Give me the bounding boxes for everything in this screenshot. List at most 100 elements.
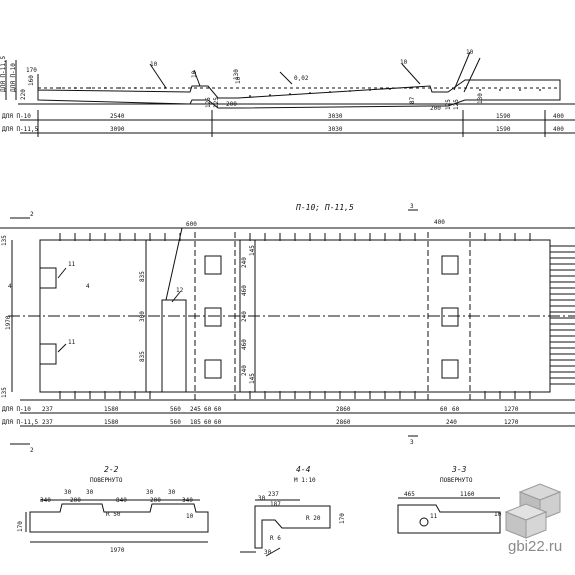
elevation-dots <box>59 87 541 97</box>
plan-end-hatch <box>550 245 575 385</box>
section-3-3-subtitle: ПОВЕРНУТО <box>440 477 473 484</box>
section-texts: 2-2 ПОВЕРНУТО 30 30 30 30 340 200 840 20… <box>17 465 502 556</box>
elev-side-label: ДЛЯ П-11,5 <box>0 55 7 92</box>
watermark-text: gbi22.ru <box>508 538 562 555</box>
plan-row1-dim: 1580 <box>104 406 119 413</box>
plan-row2-dim: 60 <box>214 419 222 426</box>
section-4-4-dim: 237 <box>268 491 279 498</box>
plan-row1-dim: 60 <box>452 406 460 413</box>
plan-edge-dim: 135 <box>1 235 8 246</box>
section-4-4-subtitle: М 1:10 <box>294 477 316 484</box>
plan-col-dim: 240 <box>241 257 248 268</box>
section-4-4-dim: 30 <box>258 495 266 502</box>
plan-row2-dim: 60 <box>204 419 212 426</box>
elev-callout: 10 <box>150 61 158 68</box>
plan-row2-dim: 185 <box>190 419 201 426</box>
section-3-3-title: 3-3 <box>451 465 467 474</box>
section-mark: 2 <box>30 211 34 218</box>
section-mark: 2 <box>30 447 34 454</box>
plan-col-dim: 145 <box>249 245 256 256</box>
section-2-2-subtitle: ПОВЕРНУТО <box>90 477 123 484</box>
elev-small-dim: 125 <box>205 97 212 108</box>
elev-height-text: 170 <box>26 67 37 74</box>
embed-plate <box>204 359 222 379</box>
section-4-4-leaders <box>240 547 281 557</box>
elev-dim-text: 400 <box>553 113 564 120</box>
plan-row2-dim: 237 <box>42 419 53 426</box>
insert-label: 11 <box>68 261 76 268</box>
plan-row1-dim: 60 <box>204 406 212 413</box>
elev-small-dim: 125 <box>213 97 220 108</box>
section-2-2-dim: 30 <box>168 489 176 496</box>
plan-row1-dim: 60 <box>440 406 448 413</box>
slab-elevation-outline <box>37 74 561 109</box>
plan-row2-dim: 1270 <box>504 419 519 426</box>
plan-title: П-10; П-11,5 <box>295 203 354 212</box>
section-2-2-dim: 30 <box>64 489 72 496</box>
elev-callout: 10 <box>400 59 408 66</box>
elev-dim-text: 3030 <box>328 113 343 120</box>
elev-dim-text: 1590 <box>496 113 511 120</box>
section-2-2-height: 170 <box>17 521 24 532</box>
elev-dim-text: 2540 <box>110 113 125 120</box>
section-4-4-dim: 187 <box>270 501 281 508</box>
section-4-4-dim: 30 <box>264 549 272 556</box>
plan-rib-ticks <box>59 233 531 399</box>
section-2-2-dim: 30 <box>146 489 154 496</box>
top-elevation <box>5 51 575 137</box>
plan-col-dim: 240 <box>241 311 248 322</box>
plan-row1-dim: 237 <box>42 406 53 413</box>
gbi22-logo-icon <box>504 483 562 539</box>
insert-11-bottom <box>39 343 57 365</box>
elev-dim-text: 3090 <box>110 126 125 133</box>
plan-col-dim: 240 <box>241 365 248 376</box>
elev-small-dim: 130 <box>477 93 484 104</box>
section-2-2-dim: 340 <box>40 497 51 504</box>
plan-row2-dim: 240 <box>446 419 457 426</box>
section-3-3-outline <box>397 504 501 534</box>
insert-12 <box>161 299 187 393</box>
section-2-2-dim: 200 <box>150 497 161 504</box>
embed-plate <box>204 307 222 327</box>
elev-dim-text: 3030 <box>328 126 343 133</box>
embed-plate <box>441 359 459 379</box>
embed-plate <box>204 255 222 275</box>
plan-row2-dim: 2860 <box>336 419 351 426</box>
section-mark: 3 <box>410 439 414 446</box>
section-mark: 4 <box>86 283 90 290</box>
plan-col-dim: 460 <box>241 285 248 296</box>
elev-small-dim: 200 <box>430 105 441 112</box>
plan-height-total: 1970 <box>5 315 12 330</box>
section-4-4-dim: R 6 <box>270 535 281 542</box>
section-mark: 3 <box>410 203 414 210</box>
plan-row1-dim: 1270 <box>504 406 519 413</box>
plan-row1-dim: 60 <box>214 406 222 413</box>
plan-top-dim: 400 <box>434 219 445 226</box>
section-3-3-dim: 1160 <box>460 491 475 498</box>
elev-dim-text: 400 <box>553 126 564 133</box>
plan-edge-dim: 135 <box>1 387 8 398</box>
section-2-2-title: 2-2 <box>104 465 119 474</box>
plan-row2-dim: 560 <box>170 419 181 426</box>
section-2-2-width: 1970 <box>110 547 125 554</box>
section-2-2-outline <box>29 503 209 533</box>
plan-height-part: 300 <box>139 311 146 322</box>
plan-col-dim: 460 <box>241 339 248 350</box>
plan-row1-dim: 2860 <box>336 406 351 413</box>
elev-callout: 10 <box>466 49 474 56</box>
plan-row1-dim: 560 <box>170 406 181 413</box>
section-4-4-height: 170 <box>339 513 346 524</box>
section-2-2-dim: 840 <box>116 497 127 504</box>
section-3-3-dim: 465 <box>404 491 415 498</box>
section-2-2-dim: 30 <box>86 489 94 496</box>
elev-row-label: ДЛЯ П-10 <box>2 113 31 120</box>
elev-row-label: ДЛЯ П-11,5 <box>2 126 39 133</box>
plan-texts: П-10; П-11,5 2 2 3 3 4 4 600 400 1970 83… <box>1 203 519 454</box>
plan-leaders <box>57 227 183 353</box>
elev-slope-label: 0,02 <box>294 75 309 82</box>
insert-label: 11 <box>68 339 76 346</box>
elev-height-text: 220 <box>20 89 27 100</box>
elev-dim-text: 1590 <box>496 126 511 133</box>
elev-small-dim: 87 <box>409 96 416 104</box>
embed-plate <box>441 255 459 275</box>
